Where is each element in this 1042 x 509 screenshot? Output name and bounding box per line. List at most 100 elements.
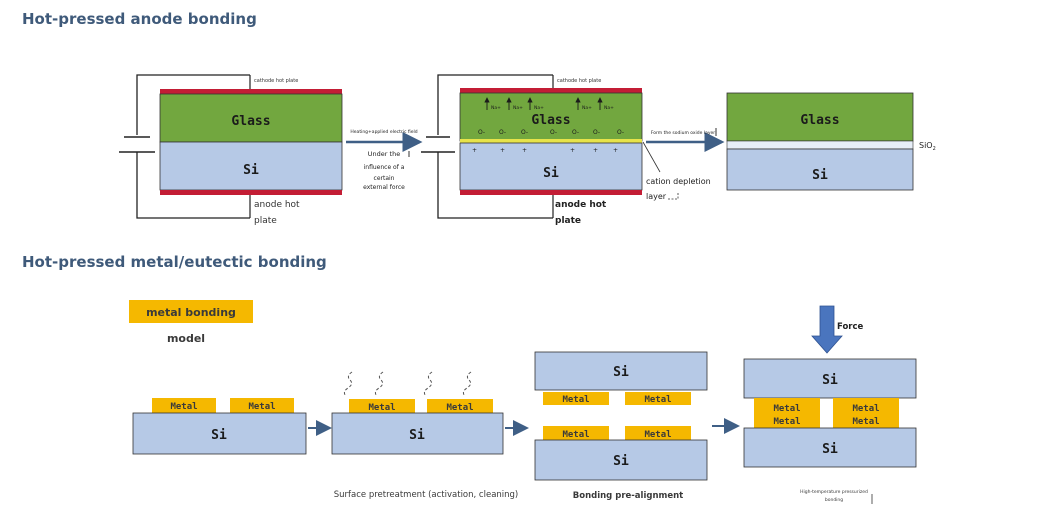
sodium-ion: Na+ xyxy=(484,97,501,111)
oxygen-ion: O- xyxy=(521,129,528,136)
si-label: Si xyxy=(543,166,559,181)
metal-stage-3: Si Metal Metal Metal Metal Si Bonding pr… xyxy=(534,351,708,501)
metal-label: Metal xyxy=(248,402,275,412)
positive-charge: + xyxy=(593,147,598,154)
si-top-wafer xyxy=(743,358,917,399)
si-label: Si xyxy=(409,428,425,443)
glass-layer xyxy=(159,93,343,143)
metal-pad xyxy=(349,399,415,413)
si-label: Si xyxy=(613,454,629,469)
plasma-wave-icon xyxy=(423,371,433,397)
oxygen-ion: O- xyxy=(478,129,485,136)
anode-plate xyxy=(460,190,642,195)
anode-stage-1: Glass Si cathode hot plate anode hot pla… xyxy=(119,74,343,226)
metal-pad xyxy=(625,426,691,440)
glass-label: Glass xyxy=(531,113,570,128)
oxygen-ion: O- xyxy=(572,129,579,136)
anode-plate-label-1: anode hot xyxy=(254,200,300,210)
plasma-wave-icon xyxy=(374,371,384,397)
legend-sub-label: model xyxy=(167,332,205,345)
arrow1-label-line-4: external force xyxy=(363,184,405,191)
metal-label: Metal xyxy=(852,404,879,414)
metal-pad xyxy=(152,398,216,413)
si-layer xyxy=(726,148,914,191)
metal-pad xyxy=(230,398,294,413)
oxygen-ion: O- xyxy=(499,129,506,136)
svg-text:Na+: Na+ xyxy=(534,105,544,111)
metal-stage-2: Metal Metal Si Surface pretreatment (act… xyxy=(331,371,519,500)
positive-charge: + xyxy=(500,147,505,154)
svg-text:Na+: Na+ xyxy=(491,105,501,111)
bonded-metal-pad xyxy=(833,398,899,428)
circuit-wire xyxy=(437,74,553,219)
positive-charge: + xyxy=(522,147,527,154)
glass-layer xyxy=(726,92,914,142)
arrow1-top-label: Heating+applied electric field xyxy=(350,129,417,135)
caption-pre-alignment: Bonding pre-alignment xyxy=(573,491,683,501)
force-label: Force xyxy=(837,322,864,332)
cathode-plate-label: cathode hot plate xyxy=(557,78,601,84)
depletion-callout-line xyxy=(642,141,661,173)
anode-arrow-2: Form the sodium oxide layer xyxy=(646,128,725,152)
metal-legend: metal bonding model xyxy=(129,300,253,345)
metal-label: Metal xyxy=(644,395,671,405)
plasma-wave-icon xyxy=(462,371,472,397)
si-label: Si xyxy=(211,428,227,443)
anode-plate-label-2: plate xyxy=(254,216,277,226)
si-bottom-wafer xyxy=(743,427,917,468)
sodium-ion: Na+ xyxy=(575,97,592,111)
caption-surface-pretreatment: Surface pretreatment (activation, cleani… xyxy=(334,490,519,500)
si-top-wafer xyxy=(534,351,708,391)
depletion-label-2: layer xyxy=(646,192,667,201)
metal-section-title: Hot-pressed metal/eutectic bonding xyxy=(22,253,327,271)
metal-pad xyxy=(427,399,493,413)
si-label: Si xyxy=(613,365,629,380)
metal-label: Metal xyxy=(368,403,395,413)
metal-stage-1: Metal Metal Si xyxy=(132,398,307,455)
si-layer xyxy=(459,142,643,191)
metal-label: Metal xyxy=(773,417,800,427)
svg-text:Na+: Na+ xyxy=(604,105,614,111)
anode-plate-label-1: anode hot xyxy=(555,200,607,210)
depletion-label-1: cation depletion xyxy=(646,177,711,186)
depletion-layer xyxy=(460,139,642,143)
metal-label: Metal xyxy=(170,402,197,412)
legend-label: metal bonding xyxy=(146,306,236,319)
caption-bonding-2: bonding xyxy=(825,497,843,503)
cathode-plate xyxy=(460,88,642,93)
positive-charge: + xyxy=(472,147,477,154)
si-layer xyxy=(159,141,343,191)
legend-swatch xyxy=(129,300,253,323)
caption-bonding-1: High-temperature pressurized xyxy=(800,489,868,495)
anode-arrow-1: Heating+applied electric field Under the… xyxy=(346,129,423,191)
oxygen-ion: O- xyxy=(593,129,600,136)
metal-label: Metal xyxy=(644,430,671,440)
plasma-wave-icon xyxy=(343,371,353,397)
metal-stage-4: Force Si Metal Metal Metal Metal Si High… xyxy=(743,305,917,504)
metal-label: Metal xyxy=(773,404,800,414)
svg-text:Na+: Na+ xyxy=(513,105,523,111)
arrow1-label-line-3: certain xyxy=(374,175,395,182)
anode-plate xyxy=(160,190,342,195)
anode-section-title: Hot-pressed anode bonding xyxy=(22,10,257,28)
positive-charge: + xyxy=(570,147,575,154)
si-label: Si xyxy=(822,373,838,388)
cathode-plate xyxy=(160,89,342,94)
arrow2-top-label: Form the sodium oxide layer xyxy=(651,130,715,136)
si-substrate xyxy=(331,412,504,455)
si-substrate xyxy=(132,412,307,455)
oxygen-ion: O- xyxy=(550,129,557,136)
arrow1-label-line-1: Under the xyxy=(368,150,400,158)
anode-stage-3: Glass Si SiO2 xyxy=(726,92,936,191)
sodium-ion: Na+ xyxy=(597,97,614,111)
sio2-layer xyxy=(726,140,914,150)
si-label: Si xyxy=(812,168,828,183)
positive-charge: + xyxy=(613,147,618,154)
metal-pad xyxy=(543,392,609,405)
metal-label: Metal xyxy=(852,417,879,427)
metal-pad xyxy=(543,426,609,440)
metal-label: Metal xyxy=(562,395,589,405)
glass-label: Glass xyxy=(800,113,839,128)
cathode-plate-label: cathode hot plate xyxy=(254,78,298,84)
